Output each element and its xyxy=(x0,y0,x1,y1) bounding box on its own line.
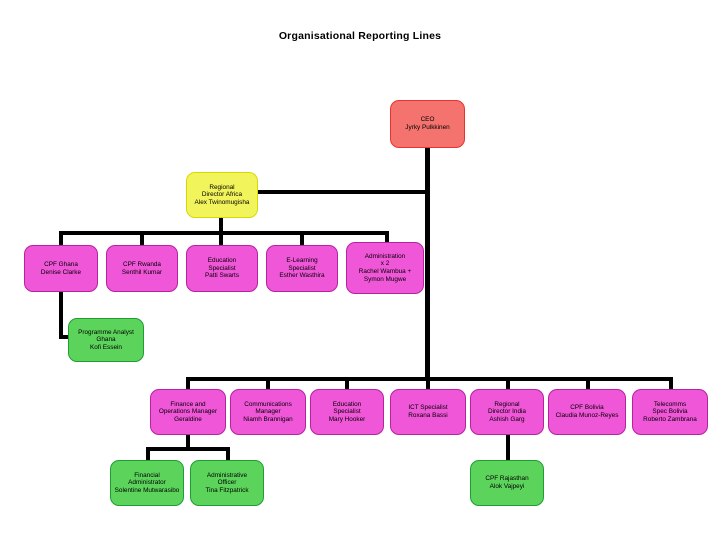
node-telecomms-spec-bolivia-person: Roberto Zambrana xyxy=(643,415,697,423)
node-telecomms-spec-bolivia[interactable]: Telecomms Spec Bolivia Roberto Zambrana xyxy=(632,389,708,435)
node-ict-specialist-title: ICT Specialist xyxy=(408,404,448,412)
node-cpf-rwanda-person: Senthil Kumar xyxy=(121,268,163,276)
node-programme-analyst-ghana-person: Kofi Essein xyxy=(90,343,122,351)
connector-finance-drop xyxy=(186,434,190,450)
node-cpf-bolivia-title: CPF Bolivia xyxy=(570,404,604,412)
node-cpf-rajasthan[interactable]: CPF Rajasthan Alok Vajpeyi xyxy=(470,460,544,506)
node-financial-administrator[interactable]: Financial Administrator Solentine Mutwar… xyxy=(110,460,184,506)
connector-stub-administrative-officer xyxy=(226,447,230,460)
node-cpf-rwanda-title: CPF Rwanda xyxy=(122,260,161,268)
node-education-specialist-global[interactable]: Education Specialist Mary Hooker xyxy=(310,389,384,435)
node-administrative-officer-title: Administrative xyxy=(206,471,248,479)
node-financial-administrator-title: Financial xyxy=(134,471,160,479)
node-regional-director-india-title: Regional xyxy=(494,400,520,408)
node-regional-director-india[interactable]: Regional Director India Ashish Garg xyxy=(470,389,544,435)
node-administration-person: Rachel Wambua + xyxy=(358,268,412,275)
node-ict-specialist[interactable]: ICT Specialist Roxana Bassi xyxy=(390,389,466,435)
connector-stub-financial-administrator xyxy=(146,447,150,460)
connector-stub-cpf-bolivia xyxy=(586,377,590,390)
connector-ceo-trunk xyxy=(425,148,430,380)
node-administrative-officer-person: Tina Fitzpatrick xyxy=(205,486,249,494)
connector-stub-finance-operations-manager xyxy=(186,377,190,390)
node-programme-analyst-ghana-title2: Ghana xyxy=(96,336,116,344)
node-administration-title: Administration xyxy=(364,252,406,260)
node-administrative-officer[interactable]: Administrative Officer Tina Fitzpatrick xyxy=(190,460,264,506)
node-administration[interactable]: Administration x 2 Rachel Wambua + Symon… xyxy=(346,242,424,294)
node-regional-director-africa-person: Alex Twinomugisha xyxy=(194,198,250,206)
node-regional-director-africa-title: Regional xyxy=(209,183,235,191)
node-finance-operations-manager[interactable]: Finance and Operations Manager Geraldine xyxy=(150,389,226,435)
connector-india-to-cpf-rajasthan xyxy=(506,434,510,460)
connector-stub-regional-director-india xyxy=(506,377,510,390)
node-ceo-title: CEO xyxy=(420,116,435,124)
connector-cpf-ghana-drop xyxy=(59,292,63,339)
node-administrative-officer-title2: Officer xyxy=(217,479,237,487)
node-ict-specialist-person: Roxana Bassi xyxy=(408,412,448,419)
node-programme-analyst-ghana[interactable]: Programme Analyst Ghana Kofi Essein xyxy=(68,318,144,362)
node-elearning-specialist-title: E-Learning xyxy=(286,257,318,265)
node-cpf-bolivia-person: Claudia Munoz-Reyes xyxy=(555,412,619,419)
node-cpf-bolivia[interactable]: CPF Bolivia Claudia Munoz-Reyes xyxy=(548,389,626,435)
node-programme-analyst-ghana-title: Programme Analyst xyxy=(78,328,134,336)
connector-stub-communications-manager xyxy=(266,377,270,390)
node-administration-title2: x 2 xyxy=(380,260,390,268)
node-education-specialist-global-title: Education xyxy=(332,400,362,408)
node-finance-operations-manager-title: Finance and xyxy=(170,400,206,408)
connector-stub-ict-specialist xyxy=(426,377,430,390)
node-finance-operations-manager-person: Geraldine xyxy=(174,415,202,423)
connector-stub-elearning-specialist xyxy=(300,231,304,245)
node-communications-manager-person: Niamh Brannigan xyxy=(243,415,293,423)
node-elearning-specialist[interactable]: E-Learning Specialist Esther Wasthira xyxy=(266,245,338,292)
node-cpf-ghana-person: Denise Clarke xyxy=(40,268,82,276)
node-elearning-specialist-person: Esther Wasthira xyxy=(279,272,325,280)
node-regional-director-india-title2: Director India xyxy=(487,408,526,416)
node-ceo-person: Jyrky Pulkkinen xyxy=(405,124,450,131)
node-regional-director-africa-title2: Director Africa xyxy=(201,191,243,199)
node-education-specialist-africa-title2: Specialist xyxy=(208,264,236,272)
connector-stub-education-specialist-africa xyxy=(219,231,223,245)
node-cpf-rajasthan-title: CPF Rajasthan xyxy=(485,475,529,483)
node-cpf-ghana[interactable]: CPF Ghana Denise Clarke xyxy=(24,245,98,292)
node-education-specialist-africa[interactable]: Education Specialist Patti Swarts xyxy=(186,245,258,292)
node-communications-manager[interactable]: Communications Manager Niamh Brannigan xyxy=(230,389,306,435)
connector-stub-cpf-ghana xyxy=(59,231,63,245)
node-cpf-ghana-title: CPF Ghana xyxy=(44,260,78,268)
connector-level2-bus xyxy=(59,231,389,235)
node-finance-operations-manager-title2: Operations Manager xyxy=(158,408,218,416)
connector-stub-cpf-rwanda xyxy=(140,231,144,245)
node-cpf-rajasthan-person: Alok Vajpeyi xyxy=(489,483,525,490)
node-elearning-specialist-title2: Specialist xyxy=(288,264,316,272)
node-administration-person2: Symon Mugwe xyxy=(363,275,407,283)
node-telecomms-spec-bolivia-title2: Spec Bolivia xyxy=(652,408,688,416)
node-education-specialist-africa-person: Patti Swarts xyxy=(204,272,240,280)
node-ceo[interactable]: CEO Jyrky Pulkkinen xyxy=(390,100,465,148)
connector-ceo-to-regional-africa xyxy=(258,190,428,194)
node-education-specialist-global-person: Mary Hooker xyxy=(328,415,366,423)
node-telecomms-spec-bolivia-title: Telecomms xyxy=(653,400,687,408)
connector-regional-africa-trunk xyxy=(219,218,223,234)
node-regional-director-africa[interactable]: Regional Director Africa Alex Twinomugis… xyxy=(186,172,258,218)
connector-finance-children-bus xyxy=(146,447,230,451)
connector-stub-education-specialist-global xyxy=(345,377,349,390)
node-cpf-rwanda[interactable]: CPF Rwanda Senthil Kumar xyxy=(106,245,178,292)
page-title: Organisational Reporting Lines xyxy=(278,30,442,42)
node-communications-manager-title2: Manager xyxy=(255,408,281,416)
node-regional-director-india-person: Ashish Garg xyxy=(489,415,525,423)
node-education-specialist-africa-title: Education xyxy=(207,257,237,265)
connector-stub-telecomms-spec-bolivia xyxy=(669,377,673,390)
node-financial-administrator-person: Solentine Mutwarasibo xyxy=(114,486,180,494)
node-communications-manager-title: Communications xyxy=(244,400,292,408)
connector-stub-administration xyxy=(385,231,389,245)
node-financial-administrator-title2: Administrator xyxy=(128,479,166,487)
node-education-specialist-global-title2: Specialist xyxy=(333,408,361,416)
